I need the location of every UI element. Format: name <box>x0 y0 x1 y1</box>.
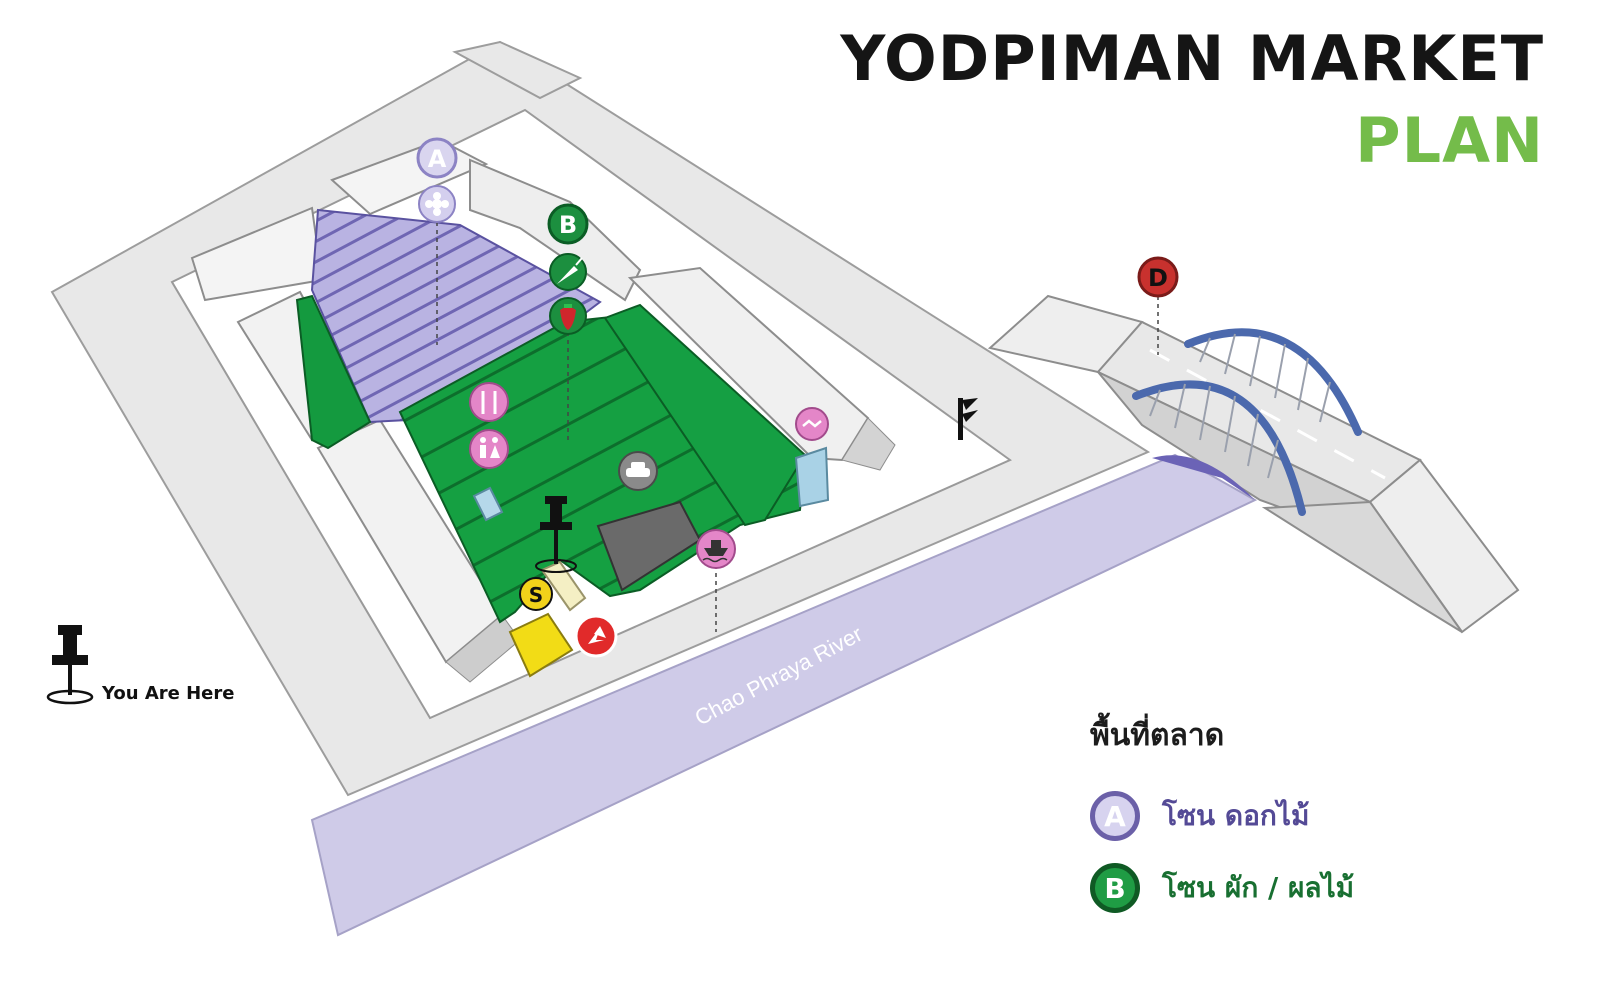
carrot-icon <box>549 253 587 291</box>
legend-item-zone-b: B โซน ผัก / ผลไม้ <box>1090 859 1490 917</box>
atm-handshake-icon <box>795 407 829 441</box>
restroom-icon <box>469 429 509 469</box>
title-market-name: YODPIMAN MARKET <box>840 22 1544 95</box>
zone-b-strip-west <box>295 294 372 450</box>
small-kiosk-2 <box>794 446 830 508</box>
zone-a-label: โซน ดอกไม้ <box>1162 799 1310 832</box>
marker-d[interactable]: D <box>1137 256 1179 298</box>
zone-a-badge: A <box>1090 791 1140 841</box>
legend-title: พื้นที่ตลาด <box>1090 718 1225 753</box>
title-plan: PLAN <box>1355 104 1544 177</box>
leader-lines <box>436 222 1159 632</box>
car-parking-icon <box>618 451 658 491</box>
bridge-arch-south <box>1132 380 1306 516</box>
zone-b-strip-east <box>603 303 807 527</box>
legend: พื้นที่ตลาด A โซน ดอกไม้ B โซน ผัก / ผลไ… <box>1090 712 1490 931</box>
shop-cream <box>540 560 587 612</box>
small-kiosk-1 <box>472 486 504 522</box>
bridge-arch-north <box>1184 328 1362 436</box>
strawberry-icon <box>549 297 587 335</box>
marker-a[interactable]: A <box>416 137 458 179</box>
bridge-lane-marking <box>1149 348 1386 480</box>
marker-b[interactable]: B <box>547 203 589 245</box>
legend-item-zone-a: A โซน ดอกไม้ <box>1090 787 1490 845</box>
page-title: YODPIMAN MARKET PLAN <box>840 28 1544 172</box>
bridge-hangers <box>1149 333 1331 479</box>
building-east-shadow <box>841 417 896 471</box>
river-under-bridge <box>1152 455 1255 500</box>
bridge-ramp-east-side <box>1261 500 1463 633</box>
svg-text:B: B <box>559 211 577 239</box>
pushpin-icon <box>46 625 94 705</box>
svg-text:D: D <box>1148 264 1168 292</box>
you-are-here-label: You Are Here <box>102 683 235 704</box>
marker-s[interactable]: S <box>519 577 553 611</box>
you-are-here-legend: You Are Here <box>46 625 266 715</box>
signpost-icon <box>958 398 978 440</box>
exit-arrow-icon[interactable] <box>574 614 618 658</box>
zone-b-label: โซน ผัก / ผลไม้ <box>1162 871 1355 904</box>
zone-b-badge: B <box>1090 863 1140 913</box>
road-notch <box>452 40 583 100</box>
flower-icon <box>418 185 456 223</box>
boat-pier-icon <box>696 529 736 569</box>
shop-yellow <box>508 612 574 678</box>
svg-text:A: A <box>428 145 447 173</box>
svg-text:S: S <box>529 583 543 607</box>
cutlery-icon <box>469 382 509 422</box>
pushpin-icon <box>535 496 577 573</box>
chao-phraya-river <box>310 453 1258 937</box>
